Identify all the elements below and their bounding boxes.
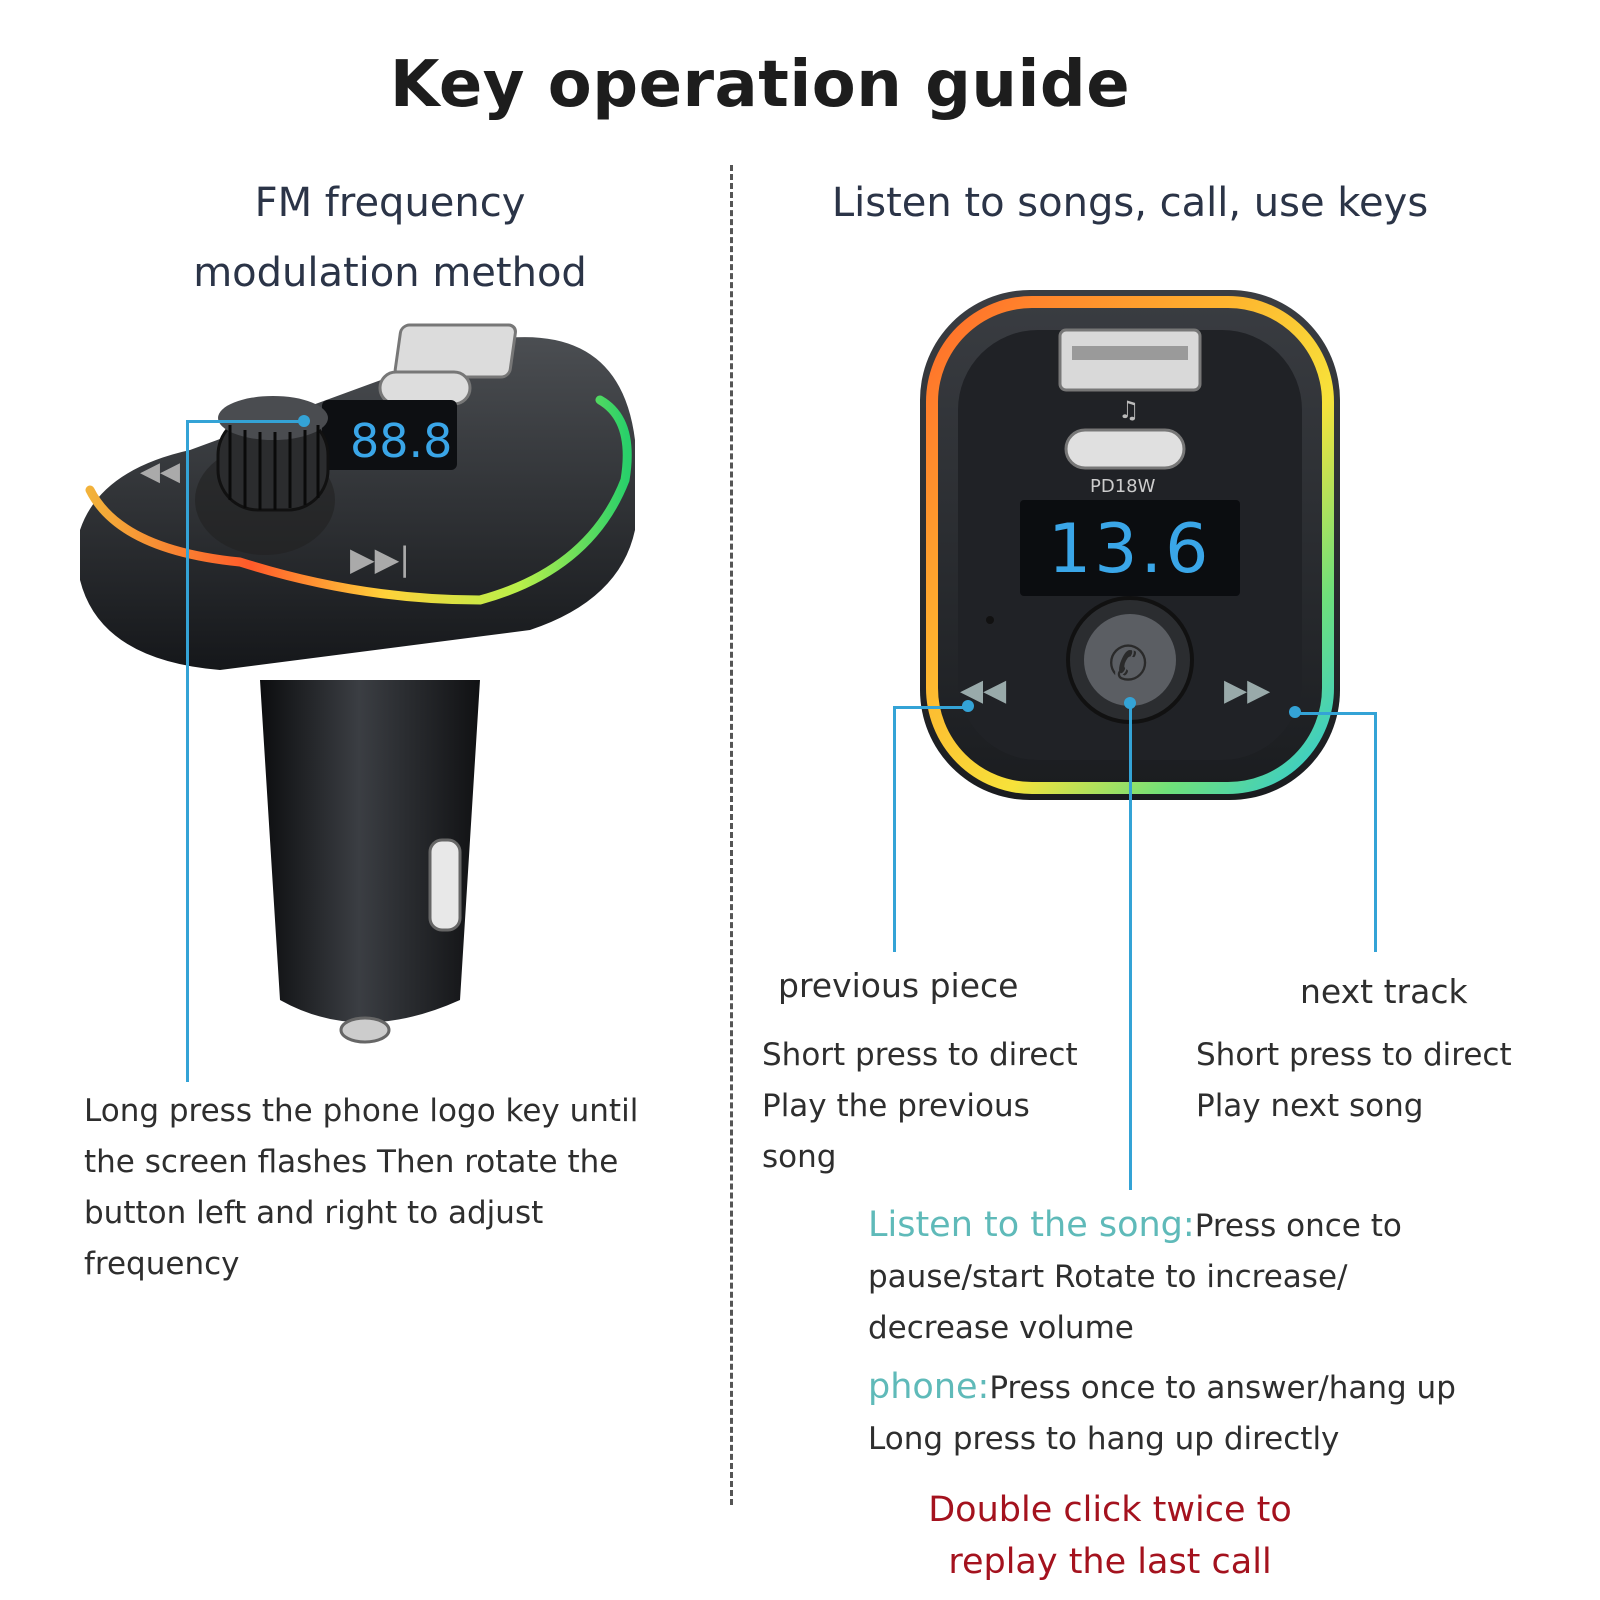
phone-line: Long press to hang up directly	[868, 1421, 1340, 1457]
next-track-description: Short press to direct Play next song	[1196, 1030, 1586, 1132]
previous-piece-description: Short press to direct Play the previous …	[762, 1030, 1122, 1183]
knob-callout-vertical	[1129, 703, 1132, 1190]
left-callout-dot	[298, 415, 310, 427]
left-instruction-line: the screen flashes Then rotate the	[84, 1144, 619, 1180]
double-click-line: Double click twice to	[928, 1490, 1292, 1530]
listen-description: Listen to the song:Press once to pause/s…	[868, 1200, 1568, 1354]
previous-piece-title: previous piece	[778, 966, 1019, 1005]
left-instruction-line: button left and right to adjust	[84, 1195, 544, 1231]
next-line: Short press to direct	[1196, 1037, 1512, 1073]
left-instruction-line: Long press the phone logo key until	[84, 1093, 639, 1129]
left-instruction-line: frequency	[84, 1246, 240, 1282]
port-label: PD18W	[1090, 476, 1156, 497]
svg-text:✆: ✆	[1108, 636, 1148, 692]
previous-callout-vertical	[893, 706, 896, 952]
left-heading-line2: modulation method	[193, 250, 587, 296]
center-divider	[730, 165, 733, 1505]
left-heading-line1: FM frequency	[254, 180, 526, 226]
double-click-line: replay the last call	[948, 1542, 1272, 1582]
double-click-note: Double click twice to replay the last ca…	[870, 1484, 1350, 1588]
right-car-charger-image: ♫ PD18W 13.6 ✆ ◀◀ ▶▶	[920, 290, 1340, 800]
next-callout-horizontal	[1295, 712, 1376, 715]
right-display-readout: 13.6	[1048, 510, 1211, 589]
svg-text:▶▶|: ▶▶|	[350, 540, 410, 578]
left-instructions: Long press the phone logo key until the …	[84, 1086, 714, 1290]
previous-line: Short press to direct	[762, 1037, 1078, 1073]
next-track-title: next track	[1300, 972, 1468, 1011]
left-callout-horizontal	[186, 420, 302, 423]
listen-label: Listen to the song:	[868, 1205, 1195, 1245]
charger-plug-shaft	[260, 680, 480, 1023]
next-callout-vertical	[1374, 712, 1377, 952]
previous-line: song	[762, 1139, 837, 1175]
phone-label: phone:	[868, 1367, 990, 1407]
charger-head	[80, 337, 635, 670]
listen-line: Press once to	[1194, 1208, 1402, 1244]
previous-line: Play the previous	[762, 1088, 1030, 1124]
left-car-charger-image: 88.8 ▶▶| ◀◀	[80, 323, 635, 1044]
phone-line: Press once to answer/hang up	[989, 1370, 1456, 1406]
right-heading: Listen to songs, call, use keys	[831, 180, 1429, 226]
left-display-readout: 88.8	[350, 414, 452, 468]
svg-text:◀◀: ◀◀	[140, 457, 180, 487]
listen-line: decrease volume	[868, 1310, 1134, 1346]
listen-line: pause/start Rotate to increase/	[868, 1259, 1348, 1295]
previous-button-callout-dot	[962, 700, 974, 712]
rgb-light-ring	[85, 395, 632, 605]
previous-callout-horizontal	[893, 706, 968, 709]
left-heading: FM frequency modulation method	[90, 168, 690, 308]
svg-text:▶▶: ▶▶	[1224, 673, 1270, 708]
page-title: Key operation guide	[389, 48, 1131, 122]
next-line: Play next song	[1196, 1088, 1424, 1124]
svg-text:♫: ♫	[1118, 396, 1140, 424]
phone-description: phone:Press once to answer/hang up Long …	[868, 1362, 1588, 1465]
left-callout-vertical	[186, 420, 189, 1082]
